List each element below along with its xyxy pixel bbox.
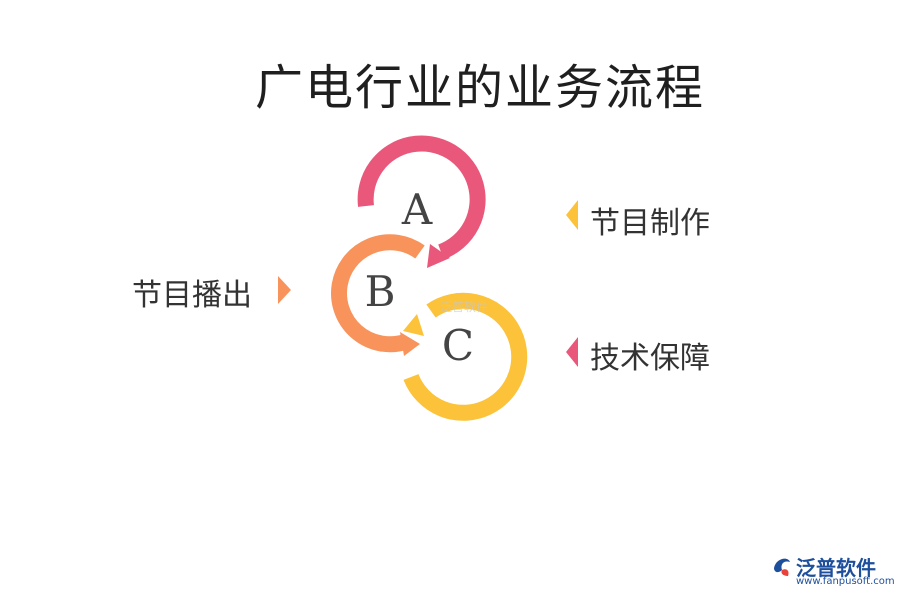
brand-url: www.fanpusoft.com	[796, 576, 895, 587]
step-a-label: 节目制作	[590, 206, 710, 241]
ring-c-arrowhead	[403, 314, 424, 336]
fanpu-logo-icon	[774, 558, 790, 576]
label-b-pointer	[278, 276, 291, 304]
label-c-pointer	[566, 337, 578, 367]
page-title: 广电行业的业务流程	[254, 60, 705, 116]
label-a-pointer	[566, 200, 578, 230]
step-a-letter: A	[401, 185, 433, 234]
ring-b	[331, 234, 425, 353]
ring-a	[357, 135, 486, 260]
ring-b-arrowhead	[400, 332, 420, 356]
brand-name: 泛普软件	[796, 556, 876, 580]
watermark: 泛普软件	[440, 300, 489, 314]
step-c-letter: C	[442, 321, 474, 370]
step-b-label: 节目播出	[132, 278, 252, 313]
step-c-label: 技术保障	[590, 341, 710, 376]
ring-a-arrowhead	[427, 244, 450, 268]
ring-c	[403, 292, 528, 421]
step-b-letter: B	[365, 267, 396, 316]
